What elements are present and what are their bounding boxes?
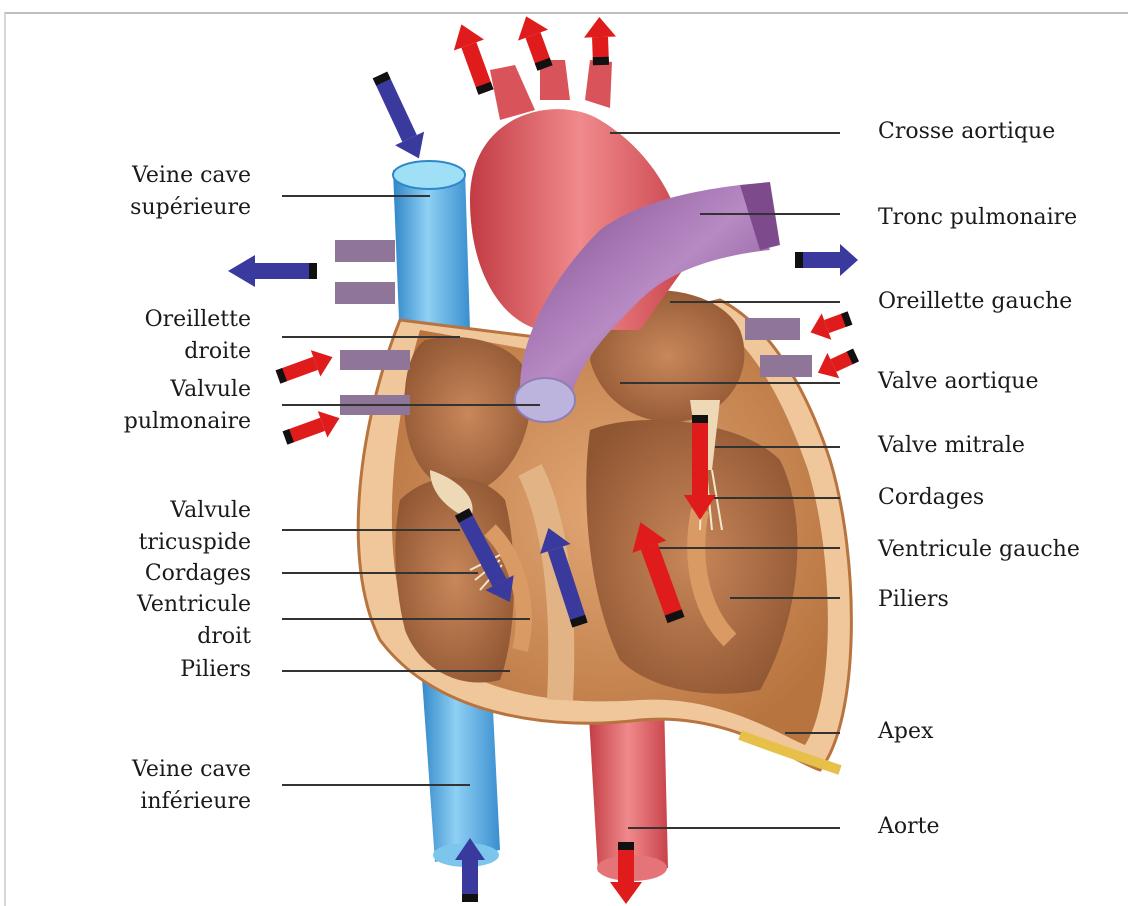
label-oreillette-droite: Oreillette droite [145,304,251,368]
label-oreillette-gauche: Oreillette gauche [878,286,1072,318]
label-ventricule-droit: Ventricule droit [137,589,251,653]
label-cordages-left: Cordages [145,558,251,590]
blue-arrow-right-out [795,244,858,276]
label-valvule-tricuspide: Valvule tricuspide [139,495,251,559]
superior-vena-cava [393,161,470,345]
red-arrow-right-in-2 [812,342,862,385]
label-veine-cave-superieure: Veine cave supérieure [130,160,251,224]
red-arrow-top-1 [446,19,501,98]
red-arrow-right-in-1 [806,305,855,346]
label-piliers-left: Piliers [180,654,251,686]
label-aorte: Aorte [878,811,940,843]
label-valve-aortique: Valve aortique [878,366,1039,398]
label-crosse-aortique: Crosse aortique [878,116,1055,148]
red-arrow-top-3 [583,16,617,65]
blue-arrow-left-out [228,255,317,287]
label-apex: Apex [878,716,933,748]
label-veine-cave-inferieure: Veine cave inférieure [132,754,251,818]
label-cordages-right: Cordages [878,482,984,514]
label-valvule-pulmonaire: Valvule pulmonaire [124,374,251,438]
red-arrow-left-in-2 [280,405,344,451]
blue-arrow-svc-in [365,68,433,165]
label-valve-mitrale: Valve mitrale [878,430,1025,462]
label-piliers-right: Piliers [878,584,949,616]
label-tronc-pulmonaire: Tronc pulmonaire [878,202,1077,234]
label-ventricule-gauche: Ventricule gauche [878,534,1080,566]
red-arrow-left-in-1 [273,344,337,390]
